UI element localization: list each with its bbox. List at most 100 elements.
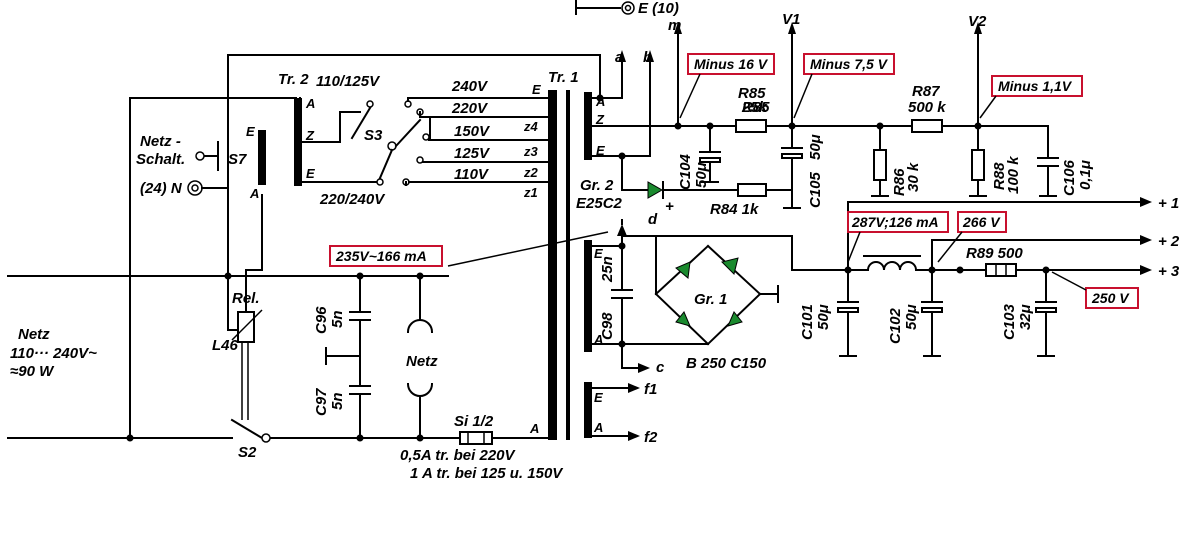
fuse-note-1: 0,5A tr. bei 220V	[400, 447, 517, 464]
svg-text:287V;126 mA: 287V;126 mA	[851, 214, 939, 230]
c96-label: C96	[313, 306, 330, 334]
mains-wiring	[7, 54, 601, 439]
bridge-rectifier-gr1	[621, 235, 779, 346]
tr2-left-e: E	[246, 124, 255, 139]
c102-value: 50μ	[903, 304, 920, 330]
fuse-label: Si 1/2	[454, 413, 494, 430]
svg-text:235V~166 mA: 235V~166 mA	[335, 248, 427, 264]
pin-m: m	[668, 17, 681, 34]
pin-b: b	[643, 49, 652, 66]
tap-220v: 220V	[451, 100, 489, 117]
netz-schalt-label-2: Schalt.	[136, 151, 185, 168]
tr1-lower-e: E	[594, 246, 603, 261]
svg-text:266 V: 266 V	[962, 214, 1001, 230]
tr1-label: Tr. 1	[548, 69, 579, 86]
c104-value: 50μ	[693, 162, 710, 188]
r86-value: 30 k	[905, 162, 922, 192]
c106-value: 0,1μ	[1077, 160, 1094, 190]
callout-minus16: Minus 16 V	[679, 53, 775, 119]
s7-label: S7	[228, 151, 247, 168]
tr1-f-e: E	[594, 390, 603, 405]
tap-220-240: 220/240V	[319, 191, 386, 208]
callout-minus11: Minus 1,1V	[979, 75, 1083, 119]
switch-s2	[230, 418, 271, 443]
tr1-secondary-f	[591, 383, 640, 441]
pin-v1: V1	[782, 11, 800, 28]
r85-ref: R85	[738, 85, 766, 102]
c96-value: 5n	[329, 310, 346, 328]
tr2-pin-a: A	[305, 96, 315, 111]
tr1-sec-e: E	[596, 143, 605, 158]
svg-text:250 V: 250 V	[1091, 290, 1130, 306]
r86-label: R86	[891, 168, 908, 196]
e10-label: E (10)	[638, 0, 679, 17]
pin-a: a	[615, 49, 623, 66]
switch-s3	[350, 97, 549, 186]
netz-power: ≈90 W	[10, 363, 55, 380]
r84-label: R84 1k	[710, 201, 759, 218]
l46-label: L46	[212, 337, 239, 354]
r87-label: R87	[912, 83, 940, 100]
svg-text:Minus 16 V: Minus 16 V	[694, 56, 769, 72]
c103-label: C103	[1001, 303, 1018, 340]
tap-z1: z1	[523, 185, 538, 200]
tr2-left-a: A	[249, 186, 259, 201]
filter-stage-2	[871, 119, 1059, 197]
tr2-pin-z: Z	[305, 128, 315, 143]
n24-label: (24) N	[140, 180, 183, 197]
tr1-primary-a: A	[529, 421, 539, 436]
r89-label: R89 500	[966, 245, 1023, 262]
netz-label: Netz	[18, 326, 50, 343]
c101-value: 50μ	[815, 304, 832, 330]
c98-label: C98	[599, 312, 616, 340]
tap-125v: 125V	[454, 145, 491, 162]
c103-value: 32μ	[1017, 304, 1034, 330]
mains-filter	[325, 275, 434, 439]
callout-minus75: Minus 7,5 V	[793, 53, 895, 119]
filter-stage-1	[674, 119, 803, 209]
r88-value: 100 k	[1005, 156, 1022, 194]
gr1-label: Gr. 1	[694, 291, 727, 308]
callout-287v: 287V;126 mA	[847, 211, 949, 263]
tr1-secondary-upper	[591, 59, 1049, 191]
out-plus2: + 2	[1158, 233, 1180, 250]
tap-240v: 240V	[451, 78, 489, 95]
pin-f1: f1	[644, 381, 657, 398]
callout-235v: 235V~166 mA	[329, 231, 609, 267]
tr1-secondary-lower	[591, 219, 861, 373]
c102-label: C102	[887, 307, 904, 344]
out-plus3: + 3	[1158, 263, 1180, 280]
c105-value: 50μ	[807, 134, 824, 160]
diode-gr2	[621, 181, 793, 199]
tr1-lower-a: A	[593, 332, 603, 347]
e25c2-label: E25C2	[576, 195, 623, 212]
r88-label: R88	[991, 162, 1008, 190]
fuse-note-2: 1 A tr. bei 125 u. 150V	[410, 465, 564, 482]
c98-value: 25n	[599, 256, 616, 283]
c104-label: C104	[677, 153, 694, 190]
out-plus1: + 1	[1158, 195, 1179, 212]
c106-label: C106	[1061, 159, 1078, 196]
tr2-label: Tr. 2	[278, 71, 309, 88]
r85-value: 25k	[741, 99, 768, 116]
s3-label: S3	[364, 127, 383, 144]
relay-rel	[227, 194, 263, 420]
tap-z2: z2	[523, 165, 539, 180]
pin-v2: V2	[968, 13, 987, 30]
tr1-f-a: A	[593, 420, 603, 435]
tap-110v: 110V	[454, 166, 490, 183]
tr2-pin-e: E	[306, 166, 315, 181]
svg-text:Minus 1,1V: Minus 1,1V	[998, 78, 1073, 94]
transformer-tr2	[258, 98, 381, 186]
c105-label: C105	[807, 171, 824, 208]
c97-label: C97	[313, 388, 330, 416]
rel-label: Rel.	[232, 290, 260, 307]
c101-label: C101	[799, 304, 816, 340]
netz-voltage-range: 110··· 240V~	[10, 345, 97, 362]
tap-z4: z4	[523, 119, 539, 134]
netz-filter-label: Netz	[406, 353, 438, 370]
tap-110-125: 110/125V	[316, 73, 381, 90]
b250-label: B 250 C150	[686, 355, 767, 372]
netz-schalt-label-1: Netz -	[140, 133, 181, 150]
